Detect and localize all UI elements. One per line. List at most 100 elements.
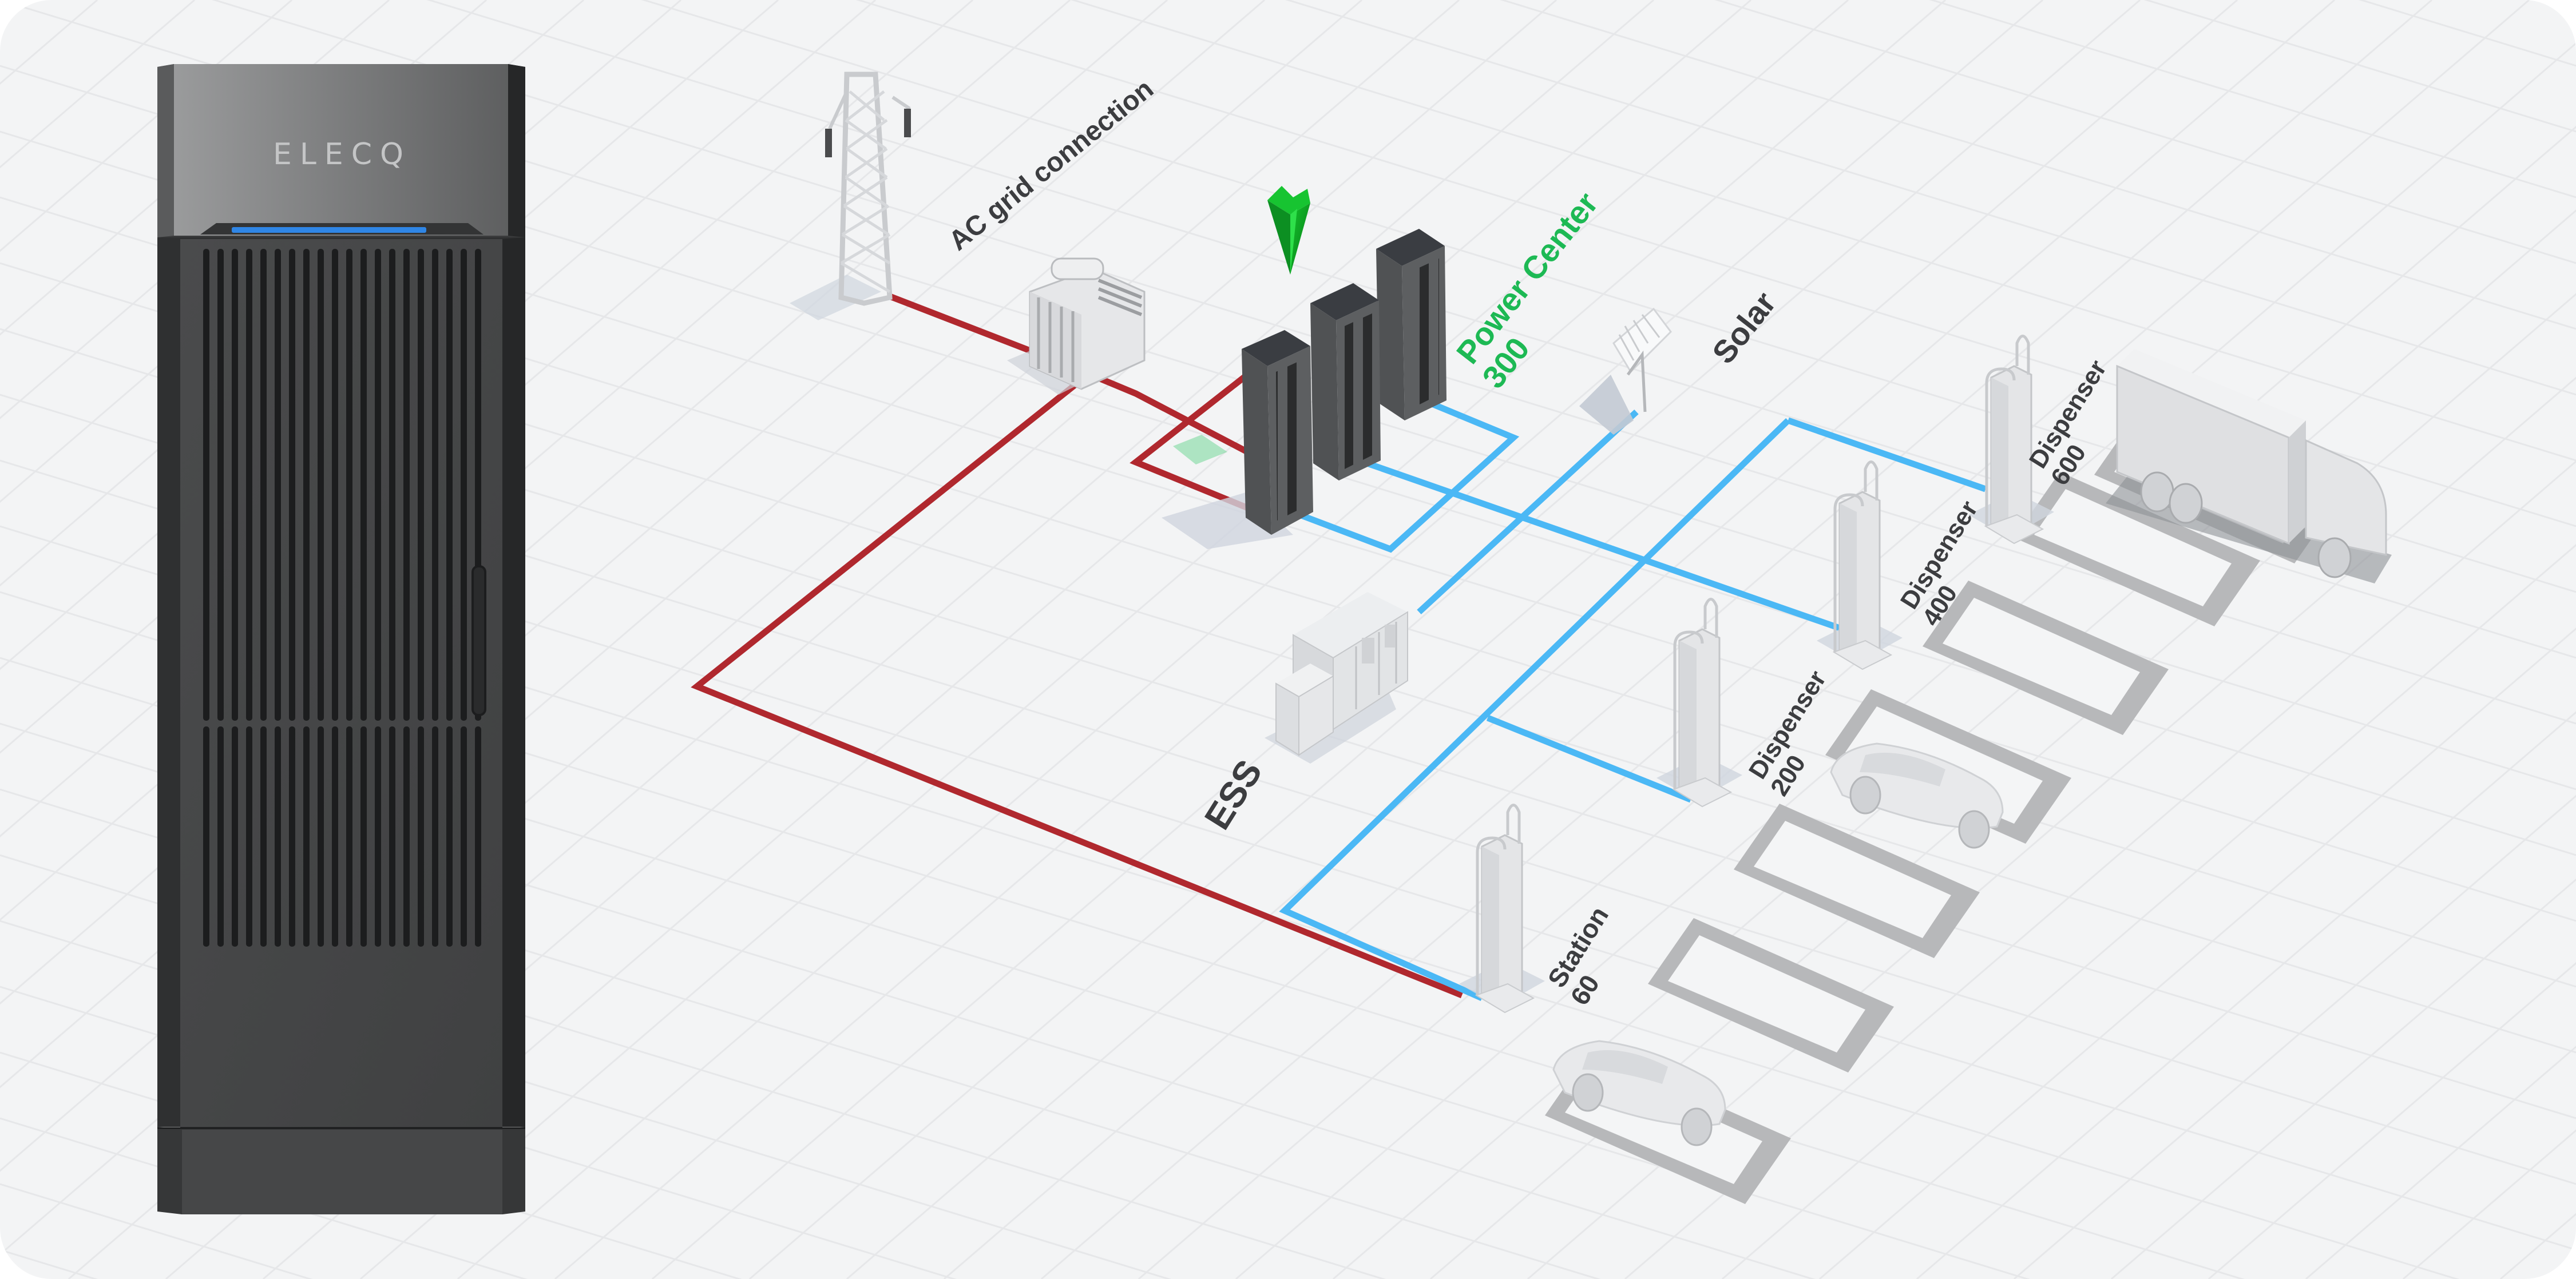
grid-line: [2111, 878, 2576, 1279]
power-cabinet-3: [1376, 229, 1446, 420]
vent-slot: [260, 726, 267, 947]
parking-bay-surface: [2034, 489, 2232, 606]
cabinet-door-handle[interactable]: [471, 565, 486, 716]
solar-panel-icon: [1579, 307, 1672, 435]
charging-dispenser-icon: [1817, 460, 1903, 670]
dc-connection-lines: [1279, 400, 1987, 1002]
grid-line: [1624, 460, 2576, 1279]
vent-slot: [217, 249, 224, 721]
dc-line-to-dispenser-200: [1486, 714, 1693, 803]
car-icon: [1830, 742, 2004, 849]
grid-line: [0, 0, 779, 670]
vent-slot: [246, 726, 252, 947]
vehicles: [1552, 349, 2392, 1146]
charger-side: [1482, 847, 1499, 1007]
cabinet-brand-logo: ELECQ: [273, 137, 411, 172]
grid-line: [2014, 795, 2576, 1279]
battery-storage-icon: [1265, 592, 1408, 764]
grid-line: [0, 1249, 98, 1279]
power-center-cabinets-icon: [1162, 229, 1446, 549]
vent-slot: [303, 249, 310, 721]
dc-line-main-trunk: [1787, 417, 1987, 492]
charger-cable: [1864, 460, 1879, 501]
car-wheel: [1849, 776, 1881, 815]
grid-line: [1714, 0, 2576, 264]
vent-slot: [232, 249, 238, 721]
vent-slot: [289, 249, 295, 721]
vent-slot: [403, 249, 410, 721]
vent-slot: [418, 249, 424, 721]
vent-slot: [246, 249, 252, 721]
charger-cable: [2015, 335, 2030, 375]
charger-side: [1679, 641, 1697, 801]
grid-line: [2358, 0, 2576, 67]
vent-slot: [260, 249, 267, 721]
vent-slot: [432, 726, 438, 947]
grid-line: [0, 0, 292, 252]
grid-line: [0, 0, 876, 754]
parking-bay: [2014, 472, 2260, 626]
vent-slot: [403, 726, 410, 947]
transmission-tower-icon: [790, 72, 911, 320]
parking-bay: [1923, 581, 2169, 735]
parking-bay: [1648, 918, 1894, 1073]
vent-slot: [375, 249, 381, 721]
status-light-bar: [232, 227, 426, 233]
grid-line: [1500, 0, 2576, 330]
truck-wheel: [2140, 471, 2174, 513]
charging-dispenser-icon: [1968, 335, 2054, 545]
grid-line: [2208, 962, 2576, 1279]
charger-cable: [1985, 367, 2016, 526]
grid-line: [749, 0, 2238, 1279]
vent-slot: [446, 726, 453, 947]
charger-cable: [1703, 598, 1718, 638]
car-wheel: [1681, 1107, 1713, 1146]
label-solar: Solar: [1705, 285, 1783, 370]
vent-slot: [217, 726, 224, 947]
grid-line: [1722, 543, 2576, 1279]
grid-line: [0, 1117, 528, 1279]
truck-cab: [2305, 439, 2387, 556]
grid-line: [1285, 0, 2576, 396]
vent-slot: [275, 249, 281, 721]
vent-slot: [232, 726, 238, 947]
vent-slot: [461, 726, 467, 947]
vent-slot: [289, 726, 295, 947]
grid-line: [0, 0, 1362, 1172]
charger-base: [1984, 514, 2044, 545]
grid-line: [1916, 711, 2576, 1279]
power-cabinet-2: [1310, 283, 1381, 480]
vent-slot: [203, 726, 209, 947]
vent-slot: [346, 726, 352, 947]
vent-slot: [332, 726, 338, 947]
parking-bay: [1734, 804, 1980, 958]
charger-side: [1840, 503, 1857, 664]
green-gem-marker-icon: [1267, 186, 1310, 275]
vent-slot: [475, 726, 481, 947]
chargers: [1459, 335, 2054, 1014]
car-icon: [1552, 1040, 1726, 1146]
vent-slot: [461, 249, 467, 721]
grid-line: [457, 0, 1946, 1279]
grid-line: [846, 0, 2335, 1279]
charger-base: [1832, 640, 1893, 670]
truck-wheel: [2169, 483, 2203, 524]
transformer-icon: [1007, 257, 1146, 395]
grid-line: [1235, 125, 2576, 1279]
vent-slot: [389, 249, 395, 721]
grid-line: [1929, 0, 2576, 198]
charger-cable: [1673, 630, 1704, 789]
truck-box-top: [2117, 349, 2306, 438]
truck-box-front: [2289, 420, 2306, 543]
vent-slot: [360, 726, 367, 947]
parking-bay-surface: [1754, 821, 1951, 938]
grid-line: [2305, 1046, 2576, 1279]
power-cabinet-icon: ELECQ: [157, 64, 525, 1214]
grid-line: [0, 0, 390, 336]
vent-slot: [275, 726, 281, 947]
grid-line: [360, 0, 1849, 1279]
dc-line-to-station: [1279, 418, 1790, 1002]
car-windows: [1860, 752, 1945, 787]
label-station-60: Station 60: [1541, 901, 1614, 1010]
